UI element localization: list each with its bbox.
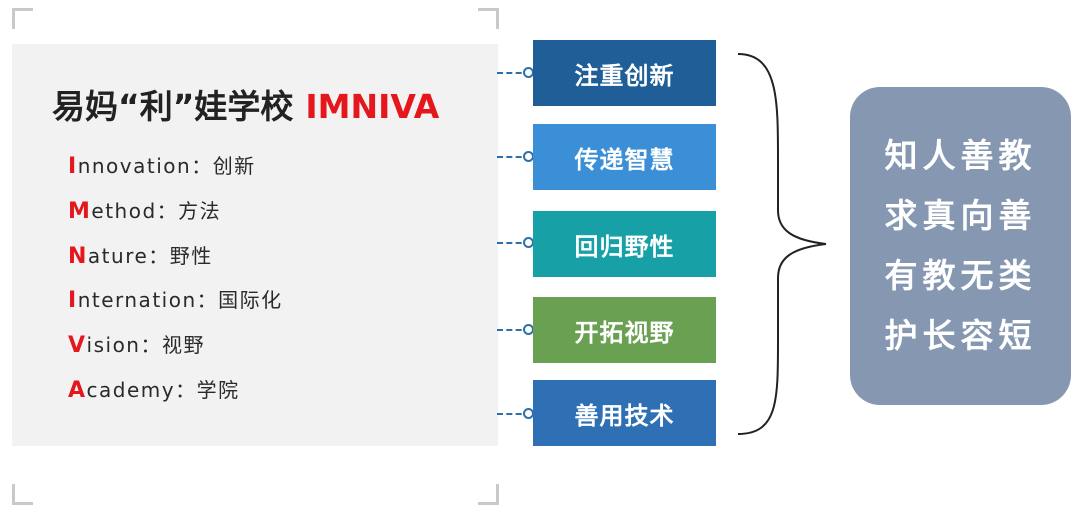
term-meaning: 学院 — [196, 378, 240, 402]
acronym-term: Internation：国际化 — [68, 284, 283, 313]
term-rest: ature — [87, 244, 149, 268]
term-separator: ： — [140, 333, 162, 357]
term-separator: ： — [196, 288, 219, 312]
term-separator: ： — [148, 244, 170, 268]
school-name: 易妈“利”娃学校 — [52, 87, 294, 126]
principle-label: 注重创新 — [574, 61, 675, 90]
principle-box-innovation: 注重创新 — [533, 40, 716, 106]
acronym-term: Method：方法 — [68, 195, 221, 224]
principle-box-nature: 回归野性 — [533, 211, 716, 277]
frame-corner-top-left — [12, 8, 33, 29]
acronym-term: Innovation：创新 — [68, 150, 256, 179]
term-meaning: 国际化 — [218, 288, 283, 312]
term-rest: ethod — [91, 199, 157, 223]
dashed-connector — [497, 242, 531, 246]
motto-line: 知人善教 — [884, 136, 1037, 175]
motto-box: 知人善教 求真向善 有教无类 护长容短 — [850, 87, 1071, 405]
term-rest: nternation — [77, 288, 197, 312]
dashed-connector — [497, 156, 531, 160]
motto-line: 护长容短 — [884, 316, 1037, 355]
motto-line: 有教无类 — [884, 256, 1037, 295]
term-rest: cademy — [86, 378, 176, 402]
term-separator: ： — [175, 378, 197, 402]
term-meaning: 野性 — [169, 244, 213, 268]
principle-label: 传递智慧 — [574, 145, 675, 174]
principle-box-wisdom: 传递智慧 — [533, 124, 716, 190]
acronym-term: Academy：学院 — [68, 374, 240, 403]
term-initial: I — [68, 154, 78, 179]
term-initial: M — [68, 199, 92, 224]
dashed-connector — [497, 72, 531, 76]
term-meaning: 方法 — [178, 199, 222, 223]
principle-label: 开拓视野 — [574, 318, 675, 347]
school-title: 易妈“利”娃学校 IMNIVA — [52, 80, 439, 128]
frame-corner-top-right — [478, 8, 499, 29]
term-rest: ision — [86, 333, 141, 357]
acronym-title: IMNIVA — [305, 87, 440, 126]
principle-box-vision: 开拓视野 — [533, 297, 716, 363]
principle-box-technology: 善用技术 — [533, 380, 716, 446]
term-rest: nnovation — [77, 154, 192, 178]
principle-label: 善用技术 — [574, 401, 675, 430]
acronym-term: Nature：野性 — [68, 240, 213, 269]
principle-label: 回归野性 — [574, 232, 675, 261]
term-initial: A — [68, 378, 87, 403]
term-separator: ： — [191, 154, 213, 178]
dashed-connector — [497, 329, 531, 333]
frame-corner-bottom-left — [12, 484, 33, 505]
term-initial: I — [68, 288, 78, 313]
acronym-term: Vision：视野 — [68, 329, 205, 358]
motto-line: 求真向善 — [884, 196, 1037, 235]
term-initial: V — [68, 333, 87, 358]
term-meaning: 创新 — [212, 154, 256, 178]
term-meaning: 视野 — [161, 333, 205, 357]
frame-corner-bottom-right — [478, 484, 499, 505]
curly-brace — [737, 53, 827, 435]
term-separator: ： — [156, 199, 179, 223]
term-initial: N — [68, 244, 88, 269]
dashed-connector — [497, 413, 531, 417]
